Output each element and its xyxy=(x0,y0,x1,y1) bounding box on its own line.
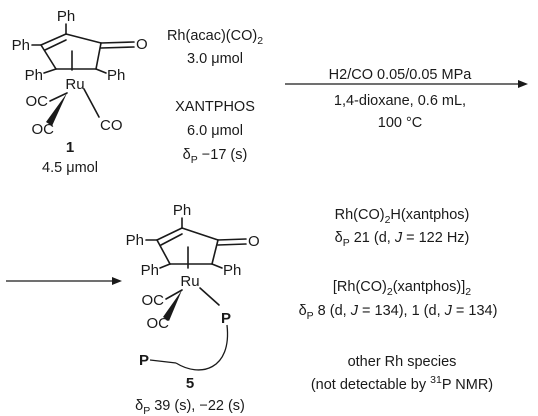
hydride-shift: δP 21 (d, J = 122 Hz) xyxy=(335,230,470,249)
phosphorus-label: P xyxy=(139,352,149,369)
carbonyl-label: OC xyxy=(147,315,170,332)
ring-bond xyxy=(181,227,219,241)
carbonyl-label: CO xyxy=(100,117,123,134)
ring-bond xyxy=(211,239,219,265)
gas-conditions: H2/CO 0.05/0.05 MPa xyxy=(329,67,473,83)
carbonyl-label: OC xyxy=(32,121,55,138)
carbonyl-label: OC xyxy=(142,292,165,309)
phosphorus-label: P xyxy=(221,310,231,327)
dimer-formula: [Rh(CO)2(xantphos)]2 xyxy=(333,279,471,298)
ring-bond xyxy=(65,33,102,44)
ligand-backbone xyxy=(175,324,229,371)
co-bond xyxy=(49,92,68,102)
arrow-head xyxy=(518,80,528,88)
ketone-bond xyxy=(100,46,135,49)
ring-double-bond xyxy=(160,233,183,246)
phenyl-label: Ph xyxy=(223,262,241,279)
ketone-bond xyxy=(100,41,135,44)
p-bond xyxy=(149,359,177,364)
ruthenium-label: Ru xyxy=(65,76,84,93)
dimer-shift: δP 8 (d, J = 134), 1 (d, J = 134) xyxy=(299,303,498,322)
other-species-note: (not detectable by 31P NMR) xyxy=(311,374,493,393)
other-species: other Rh species xyxy=(348,354,457,370)
phenyl-label: Ph xyxy=(57,8,75,25)
ph-bond xyxy=(211,263,223,269)
oxygen-label: O xyxy=(248,233,260,250)
ring-bond xyxy=(156,227,183,241)
phenyl-label: Ph xyxy=(126,232,144,249)
compound-5-structure xyxy=(145,217,247,371)
temperature: 100 °C xyxy=(378,115,423,131)
oxygen-label: O xyxy=(136,36,148,53)
ring-bond xyxy=(156,239,171,265)
ph-bond xyxy=(159,263,171,269)
ketone-bond xyxy=(217,238,247,241)
compound-number: 1 xyxy=(66,139,74,156)
solvent-conditions: 1,4-dioxane, 0.6 mL, xyxy=(334,93,466,109)
ru-p-bond xyxy=(199,287,220,306)
co-bond xyxy=(83,88,100,118)
wedge-bond xyxy=(46,93,67,126)
compound-1-structure xyxy=(31,23,135,126)
compound-amount: 4.5 μmol xyxy=(42,160,98,176)
phenyl-label: Ph xyxy=(141,262,159,279)
compound-number: 5 xyxy=(186,375,194,392)
phenyl-label: Ph xyxy=(12,37,30,54)
co-bond xyxy=(165,289,183,300)
ring-bond xyxy=(40,44,57,70)
phenyl-label: Ph xyxy=(173,202,191,219)
ph-bond xyxy=(43,68,57,74)
ring-bond xyxy=(95,42,102,70)
ligand-amount: 6.0 μmol xyxy=(187,123,243,139)
ligand-shift: δP −17 (s) xyxy=(183,147,248,166)
compound-shift: δP 39 (s), −22 (s) xyxy=(135,398,245,416)
rh-precursor: Rh(acac)(CO)2 xyxy=(167,28,263,47)
phenyl-label: Ph xyxy=(107,67,125,84)
rh-amount: 3.0 μmol xyxy=(187,51,243,67)
carbonyl-label: OC xyxy=(26,93,49,110)
wedge-bond xyxy=(163,290,182,321)
phenyl-label: Ph xyxy=(25,67,43,84)
ring-double-bond xyxy=(44,39,67,51)
ruthenium-label: Ru xyxy=(180,273,199,290)
ring-bond xyxy=(40,33,67,46)
hydride-formula: Rh(CO)2H(xantphos) xyxy=(335,207,470,226)
ketone-bond xyxy=(217,243,247,246)
ph-bond xyxy=(95,68,107,74)
arrow-head xyxy=(112,277,122,285)
ligand-name: XANTPHOS xyxy=(175,99,255,115)
